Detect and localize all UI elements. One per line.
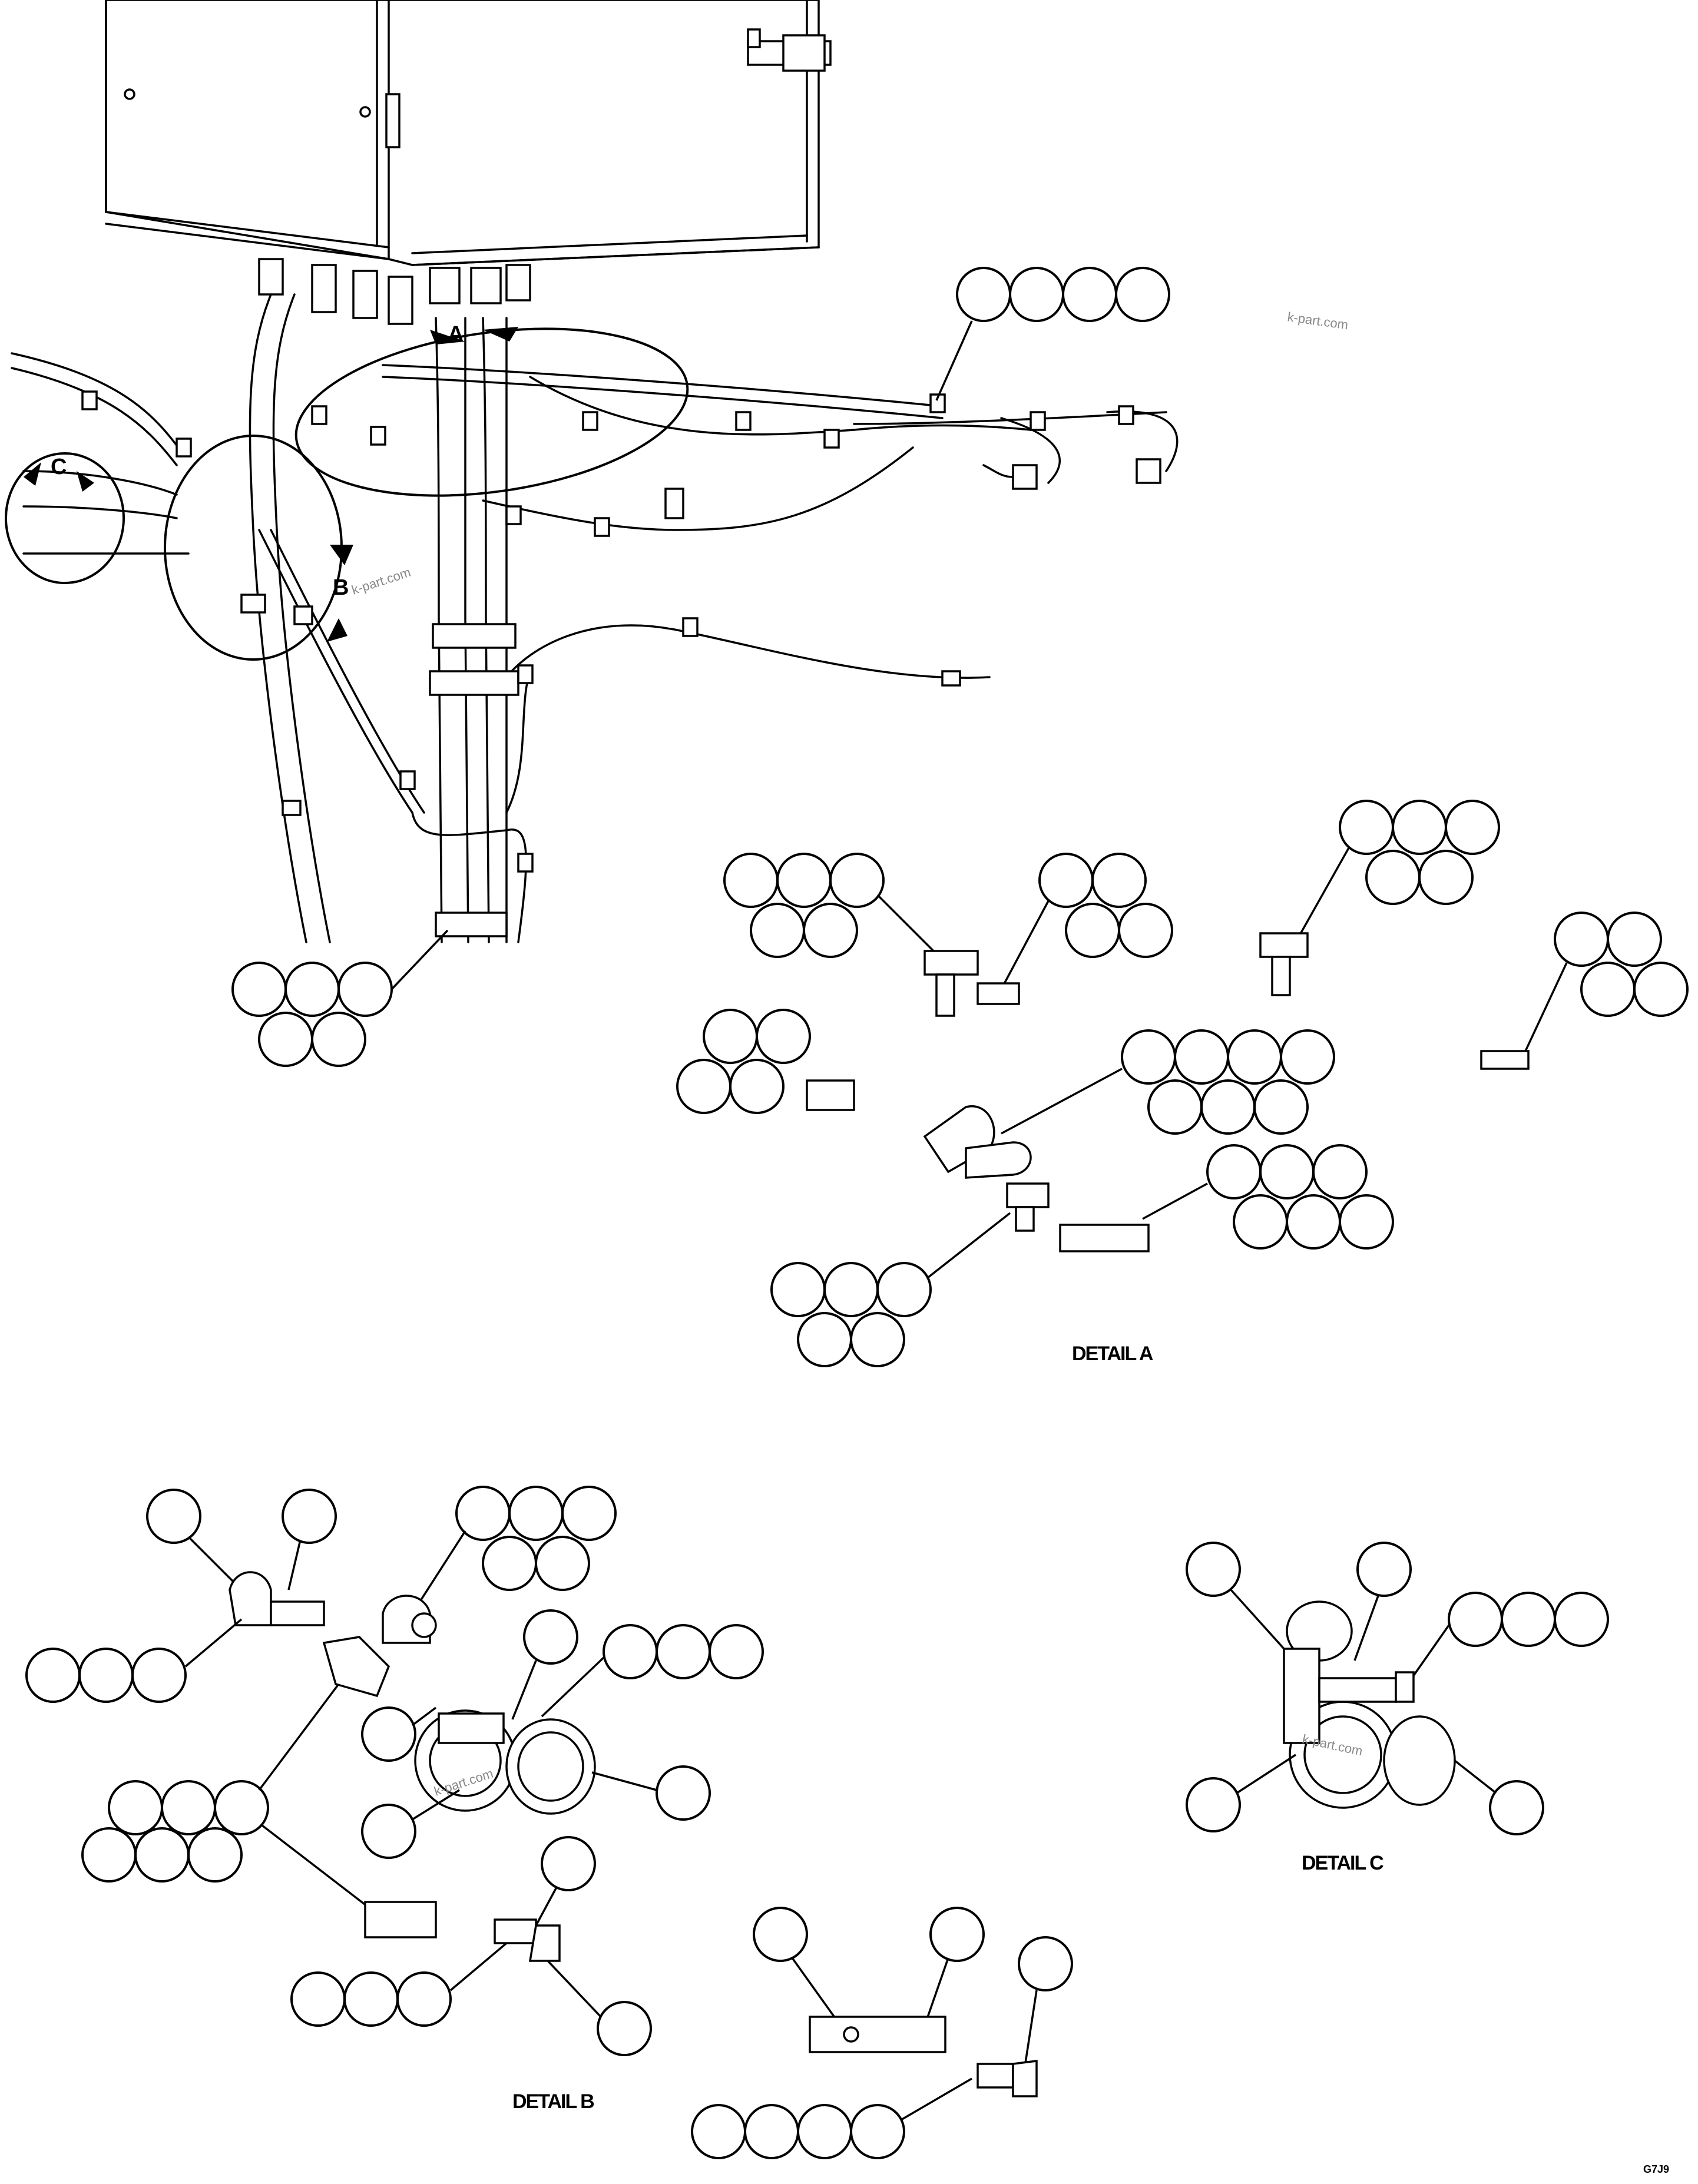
- wire-harness: [11, 293, 1179, 943]
- balloon-group-top-right: [935, 267, 1170, 401]
- detail-a: DETAIL A: [676, 800, 1689, 1367]
- callout-c-label: C: [51, 455, 67, 479]
- balloon-group-a6: [1001, 1029, 1335, 1135]
- detail-a-title: DETAIL A: [1072, 1343, 1153, 1365]
- p-clamp-part-a3: [1480, 1050, 1530, 1070]
- balloon-group-a2: [1000, 853, 1173, 990]
- balloon-group-a3: [1295, 800, 1500, 943]
- p-clamp-part-b2: [382, 1595, 437, 1644]
- p-clamp-part-a1: [924, 950, 1020, 1017]
- balloon-group-a5: [676, 1009, 811, 1114]
- balloon-group-a1: [723, 853, 944, 961]
- p-clamp-part-a6: [1006, 1182, 1050, 1232]
- detail-c-title: DETAIL C: [1302, 1852, 1383, 1874]
- balloon-group-bottom-left: [231, 929, 449, 1067]
- p-clamp-part-b3: [322, 1636, 390, 1698]
- watermark-1: k-part.com: [1286, 309, 1349, 332]
- p-clamp-part-b4: [364, 1901, 437, 1938]
- double-p-clamp-part-b: [414, 1709, 596, 1815]
- balloon-group-a8: [770, 1212, 1011, 1367]
- screw-part-b: [494, 1918, 561, 1962]
- watermark-2: k-part.com: [350, 565, 413, 598]
- detail-b-title: DETAIL B: [512, 2090, 594, 2113]
- p-clamp-part-a4: [806, 1079, 855, 1111]
- detail-c: DETAIL C: [1186, 1542, 1609, 1874]
- electrical-cabinet: [105, 0, 832, 325]
- p-clamp-part-d1: [809, 2016, 946, 2053]
- balloon-group-a7: [1142, 1144, 1394, 1250]
- p-clamp-part-b1: [229, 1571, 325, 1626]
- p-clamp-part-a5: [1059, 1224, 1150, 1252]
- figure-number: G7J9: [1643, 2163, 1669, 2175]
- p-clamp-part-c: [1283, 1600, 1456, 1809]
- double-clamp-part-a: [923, 1105, 1032, 1179]
- balloon-group-a4: [1524, 912, 1689, 1052]
- callout-a-label: A: [448, 322, 464, 347]
- callout-circle-b: B: [164, 435, 353, 661]
- detail-b: DETAIL B: [25, 1486, 764, 2113]
- callout-circle-c: C: [5, 452, 125, 584]
- screw-part-d: [977, 2060, 1038, 2097]
- callout-b-label: B: [333, 575, 349, 600]
- callout-circle-a: A: [294, 322, 689, 497]
- detail-extra-parts: [691, 1907, 1073, 2159]
- p-clamp-part-a2: [1259, 932, 1309, 996]
